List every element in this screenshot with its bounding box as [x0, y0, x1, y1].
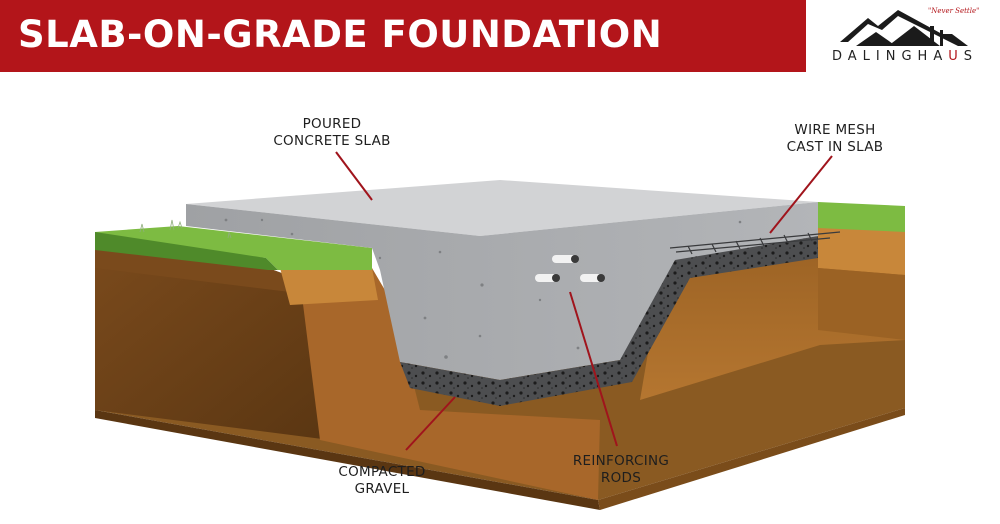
concrete-slab-face: [186, 202, 818, 380]
callout-line: CONCRETE SLAB: [273, 133, 391, 149]
callout-compacted-gravel: COMPACTED GRAVEL: [322, 464, 442, 498]
logo-wordmark-prefix: DALINGHA: [832, 49, 949, 64]
logo-wordmark: DALINGHAUS: [830, 49, 980, 64]
callout-line: GRAVEL: [354, 481, 410, 497]
callout-wire-mesh: WIRE MESH CAST IN SLAB: [770, 122, 900, 156]
logo-wordmark-accent: U: [948, 49, 964, 64]
wire-mesh-graphic: [669, 231, 841, 255]
gravel-layer: [400, 236, 818, 406]
soil-trench-left: [278, 268, 600, 500]
house-roof-icon: [840, 10, 968, 46]
callout-line: WIRE MESH: [794, 122, 876, 138]
soil-left-block: [95, 248, 330, 440]
logo-tagline: "Never Settle": [928, 7, 980, 15]
page-title: SLAB-ON-GRADE FOUNDATION: [18, 13, 663, 56]
callout-line: POURED: [302, 116, 362, 132]
logo-wordmark-suffix: S: [963, 49, 978, 64]
callout-line: REINFORCING: [572, 453, 670, 469]
callout-line: CAST IN SLAB: [786, 139, 884, 155]
grass-right: [818, 202, 905, 232]
leader-lines: [335, 151, 833, 451]
callout-line: RODS: [600, 470, 642, 486]
callout-poured-concrete-slab: POURED CONCRETE SLAB: [262, 116, 402, 150]
reinforcing-rods-graphic: [535, 255, 605, 282]
concrete-slab-top: [186, 180, 818, 236]
company-logo: "Never Settle" DALINGHAUS: [830, 4, 980, 70]
title-banner: SLAB-ON-GRADE FOUNDATION: [0, 0, 806, 72]
callout-line: COMPACTED: [338, 464, 426, 480]
grass-left: [95, 226, 372, 270]
callout-reinforcing-rods: REINFORCING RODS: [556, 453, 686, 487]
